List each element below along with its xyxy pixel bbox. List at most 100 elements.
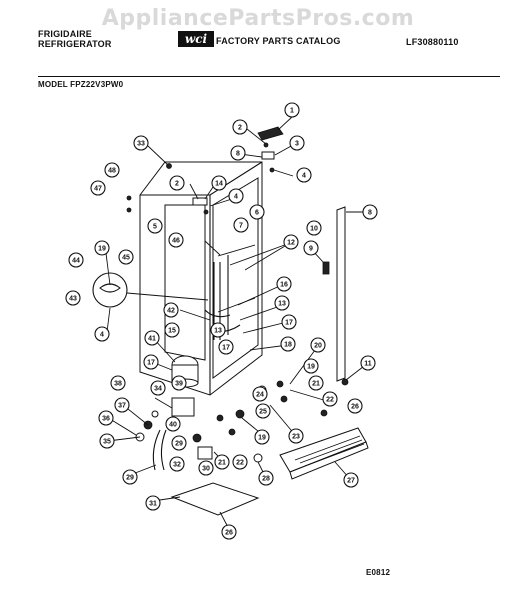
callout-number: 4 — [302, 173, 306, 180]
callout-circle — [171, 435, 187, 451]
top-hinge-parts — [257, 126, 284, 173]
part-callout-23: 23 — [288, 428, 304, 444]
detail-inset — [92, 272, 209, 308]
callout-number: 42 — [167, 308, 175, 315]
callout-number: 22 — [326, 397, 334, 404]
callout-circle — [310, 337, 326, 353]
callout-circle — [249, 204, 265, 220]
watermark-text: AppliancePartsPros.com — [101, 6, 415, 31]
part-callout-33: 33 — [133, 135, 149, 151]
callout-circle — [168, 232, 184, 248]
callout-circle — [68, 252, 84, 268]
callout-number: 16 — [280, 282, 288, 289]
callout-circle — [232, 119, 248, 135]
callout-circle — [145, 495, 161, 511]
callout-number: 10 — [310, 226, 318, 233]
part-callout-21: 21 — [308, 375, 324, 391]
model-number: MODEL FPZ22V3PW0 — [38, 80, 124, 89]
cabinet-shell — [139, 161, 263, 396]
callout-number: 20 — [314, 343, 322, 350]
callout-circle — [306, 220, 322, 236]
part-callout-17: 17 — [143, 354, 159, 370]
part-callout-4: 4 — [296, 167, 312, 183]
callout-number: 8 — [368, 210, 372, 217]
part-callout-15: 15 — [164, 322, 180, 338]
drain-pan — [170, 482, 260, 516]
callout-number: 4 — [100, 332, 104, 339]
callout-circle — [255, 403, 271, 419]
part-callout-2: 2 — [169, 175, 185, 191]
part-callout-19: 19 — [94, 240, 110, 256]
callout-circle — [171, 375, 187, 391]
catalog-title: FACTORY PARTS CATALOG — [216, 36, 341, 46]
callout-circle — [252, 386, 268, 402]
part-callout-47: 47 — [90, 180, 106, 196]
callout-number: 2 — [238, 125, 242, 132]
callout-number: 33 — [137, 141, 145, 148]
callout-number: 8 — [236, 151, 240, 158]
part-callout-24: 24 — [252, 386, 268, 402]
part-callout-31: 31 — [145, 495, 161, 511]
callout-circle — [133, 135, 149, 151]
part-callout-14: 14 — [211, 175, 227, 191]
callout-circle — [288, 428, 304, 444]
brand-label: FRIGIDAIRE — [38, 29, 93, 39]
callout-number: 32 — [173, 462, 181, 469]
catalog-number: LF30880110 — [406, 37, 459, 47]
callout-circle — [147, 218, 163, 234]
callout-circle — [254, 429, 270, 445]
callout-circle — [283, 234, 299, 250]
callout-circle — [274, 295, 290, 311]
part-callout-7: 7 — [233, 217, 249, 233]
callout-number: 40 — [169, 422, 177, 429]
callout-number: 14 — [215, 181, 223, 188]
callout-number: 31 — [149, 501, 157, 508]
callout-number: 21 — [312, 381, 320, 388]
callout-number: 1 — [290, 108, 294, 115]
side-trim-strip — [336, 206, 346, 382]
callout-circle — [150, 380, 166, 396]
callout-circle — [303, 240, 319, 256]
footer-code: E0812 — [366, 568, 391, 577]
callout-circle — [65, 290, 81, 306]
part-callout-43: 43 — [65, 290, 81, 306]
callout-number: 12 — [287, 240, 295, 247]
callout-circle — [284, 102, 300, 118]
bracket — [322, 261, 330, 275]
callout-circle — [169, 175, 185, 191]
callout-number: 6 — [255, 210, 259, 217]
part-callout-29: 29 — [171, 435, 187, 451]
part-callout-18: 18 — [280, 336, 296, 352]
part-callout-26: 26 — [347, 398, 363, 414]
callout-number: 29 — [126, 475, 134, 482]
callout-circle — [104, 162, 120, 178]
callout-circle — [296, 167, 312, 183]
callout-circle — [114, 397, 130, 413]
callout-circle — [214, 454, 230, 470]
part-callout-13: 13 — [210, 322, 226, 338]
part-callout-4: 4 — [228, 188, 244, 204]
callout-number: 7 — [239, 223, 243, 230]
callout-number: 19 — [98, 246, 106, 253]
left-hinge — [192, 197, 208, 206]
callout-number: 36 — [102, 416, 110, 423]
part-callout-30: 30 — [198, 460, 214, 476]
callout-circle — [169, 456, 185, 472]
callout-number: 24 — [256, 392, 264, 399]
callout-circle — [90, 180, 106, 196]
part-callout-8: 8 — [230, 145, 246, 161]
part-callout-35: 35 — [99, 433, 115, 449]
part-callout-6: 6 — [249, 204, 265, 220]
callout-number: 44 — [72, 258, 80, 265]
callout-number: 22 — [236, 460, 244, 467]
callout-number: 43 — [69, 296, 77, 303]
callout-circle — [221, 524, 237, 540]
callout-circle — [347, 398, 363, 414]
part-callout-3: 3 — [289, 135, 305, 151]
callout-circle — [343, 472, 359, 488]
part-callout-2: 2 — [232, 119, 248, 135]
part-callout-20: 20 — [310, 337, 326, 353]
callout-circle — [144, 330, 160, 346]
callout-circle — [94, 240, 110, 256]
callout-circle — [198, 460, 214, 476]
